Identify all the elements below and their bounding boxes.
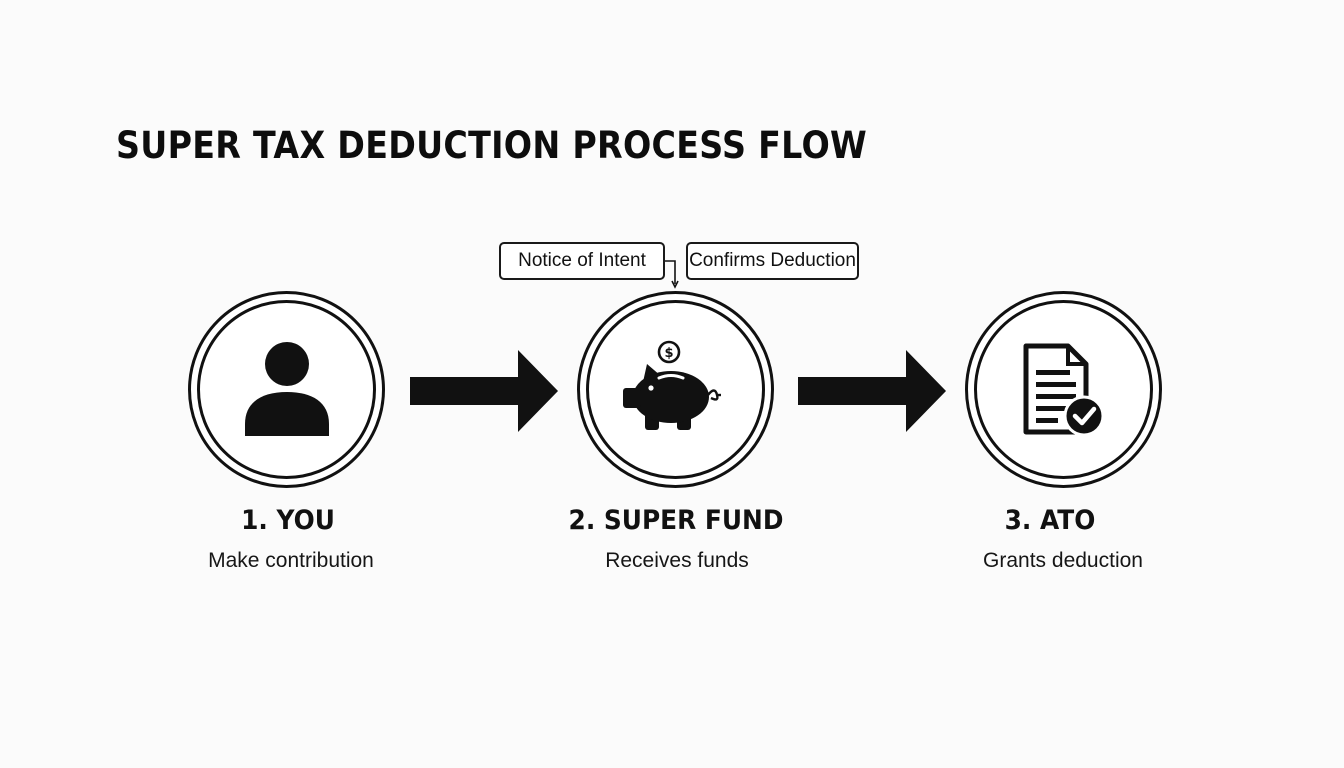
notice-of-intent-label: Notice of Intent <box>499 242 665 280</box>
flow-arrow-1 <box>410 350 558 432</box>
svg-text:$: $ <box>664 346 673 361</box>
stage-ato-circle <box>965 291 1162 488</box>
stage-you-title: 1. YOU <box>241 505 335 536</box>
check-icon <box>1063 395 1104 436</box>
stage-super-fund-description: Receives funds <box>605 549 749 572</box>
flow-arrow-2 <box>798 350 946 432</box>
piggy-bank-icon: $ <box>622 340 721 430</box>
person-icon <box>244 341 329 436</box>
coin-icon <box>657 340 680 363</box>
document-check-icon <box>1023 343 1104 436</box>
stage-ato-title: 3. ATO <box>1004 505 1096 536</box>
stage-you-circle <box>188 291 385 488</box>
stage-super-fund-circle: $ <box>577 291 774 488</box>
page-title: SUPER TAX DEDUCTION PROCESS FLOW <box>116 124 868 167</box>
stage-you-description: Make contribution <box>208 549 374 572</box>
confirms-deduction-label: Confirms Deduction <box>686 242 859 280</box>
stage-super-fund-title: 2. SUPER FUND <box>568 505 784 536</box>
stage-ato-description: Grants deduction <box>983 549 1143 572</box>
